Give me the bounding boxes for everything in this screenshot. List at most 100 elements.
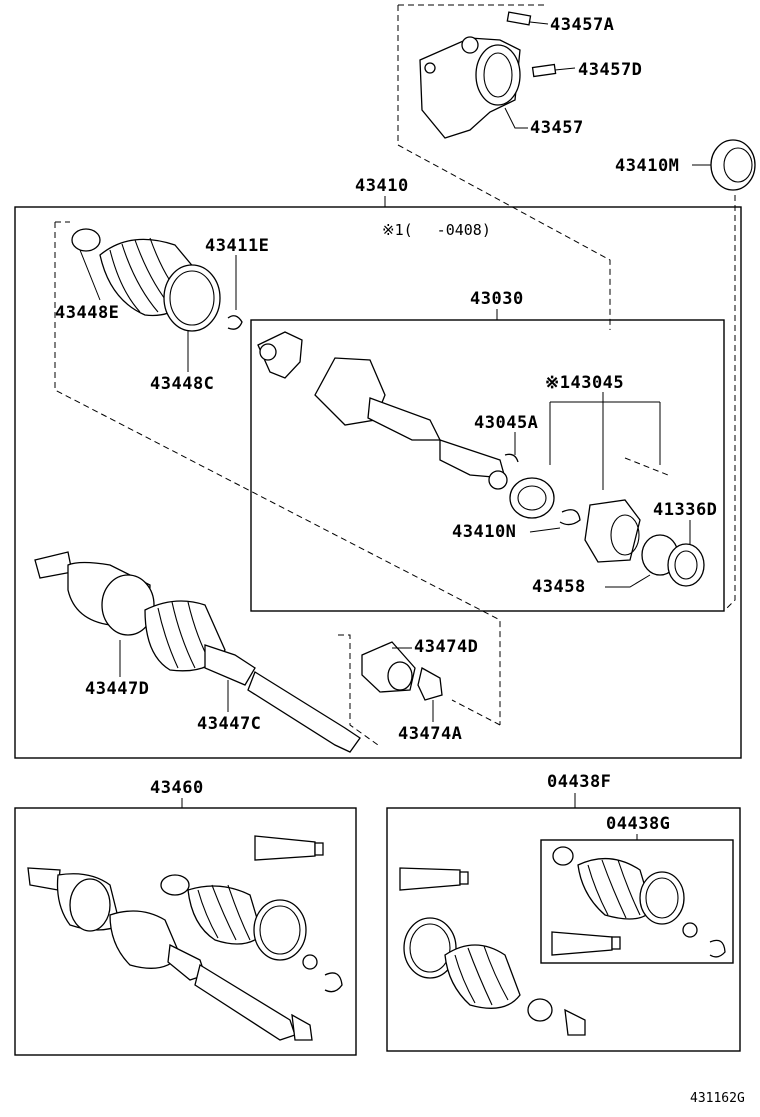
label-04438G: 04438G xyxy=(606,814,670,834)
clamp-43460-b xyxy=(253,899,307,961)
clamp-04438G-b-inner xyxy=(645,877,679,919)
ring-04438G xyxy=(682,922,698,938)
label-43474D: 43474D xyxy=(414,637,478,657)
pin-dash xyxy=(624,457,669,476)
bracket-hole xyxy=(424,62,436,74)
bearing-bracket-group: 43457A 43457D 43457 xyxy=(397,4,642,330)
label-43030: 43030 xyxy=(470,289,524,309)
clamp-04438F-small xyxy=(527,998,553,1022)
bracket-bearing-bore xyxy=(475,44,521,106)
frame-04438F xyxy=(386,807,741,1052)
boot-04438F-ribs xyxy=(454,945,509,1006)
grease-tube-cap-04438F xyxy=(459,871,469,885)
frame-43410 xyxy=(14,206,742,759)
boot-04438F xyxy=(444,944,521,1009)
label-43447D: 43447D xyxy=(85,679,149,699)
clamp-43448C-inner xyxy=(169,270,215,326)
clamp-43460-a xyxy=(160,874,190,896)
boot2-43460 xyxy=(187,885,263,945)
seal-43410M xyxy=(710,139,756,191)
grease-tube-43460 xyxy=(254,835,316,861)
clamp-43460-c xyxy=(291,1013,313,1041)
snap-ring-43410N xyxy=(559,509,581,526)
label-43448C: 43448C xyxy=(150,374,214,394)
seal-41336D xyxy=(667,543,705,587)
clamp-43448E xyxy=(71,228,101,252)
label-43447C: 43447C xyxy=(197,714,261,734)
damper-dash xyxy=(338,634,501,746)
boot2-ribs-43460 xyxy=(197,884,251,941)
inner-shaft xyxy=(367,397,442,441)
kit-43460-group xyxy=(27,835,343,1041)
grease-tube-04438F xyxy=(399,867,461,891)
label-04438F: 04438F xyxy=(547,772,611,792)
clamp-04438F-large xyxy=(403,917,457,979)
seal-dash-line xyxy=(724,195,736,611)
label-41336D: 41336D xyxy=(653,500,717,520)
bolt-43457D xyxy=(531,63,557,78)
frame-43460 xyxy=(14,807,357,1056)
bearing-43410N xyxy=(509,477,555,519)
snap-ring-43460 xyxy=(324,972,343,993)
clamp-43460-b-inner xyxy=(259,905,301,955)
band-04438F xyxy=(564,1008,586,1036)
shaft-43460 xyxy=(194,963,296,1041)
boot-04438G-ribs xyxy=(587,859,641,919)
outer-boot-ribs xyxy=(109,237,186,313)
bolt-43457A xyxy=(506,11,532,26)
boot-04438G xyxy=(577,857,653,920)
frame-43030 xyxy=(250,319,725,612)
boot-43460 xyxy=(109,910,181,969)
label-43410: 43410 xyxy=(355,176,409,196)
lead-43457A xyxy=(529,21,549,25)
lead-43448E xyxy=(79,249,101,301)
outer-boot-clamp xyxy=(101,574,155,636)
spline-43460 xyxy=(27,867,61,891)
note-date-range: ※1( -0408) xyxy=(382,221,491,239)
clamp-04438G-b xyxy=(639,871,685,925)
boot-ring-43460 xyxy=(69,878,111,932)
grease-tube-cap-04438G xyxy=(611,936,621,950)
seal-41336D-inner xyxy=(674,550,698,580)
inner-joint-group: ※143045 43045A 43410N 41336D 43458 xyxy=(257,331,717,597)
grease-tube-04438G xyxy=(551,931,613,956)
kit-04438F-group xyxy=(399,867,586,1036)
clamp-04438G-a xyxy=(552,846,574,866)
clamp-43474A xyxy=(417,667,443,701)
label-43448E: 43448E xyxy=(55,303,119,323)
grease-tube-cap-43460 xyxy=(314,842,324,856)
bracket-dash-outline xyxy=(397,4,611,330)
lead-43457D xyxy=(554,67,576,71)
frame-04438G xyxy=(540,839,734,964)
main-shaft xyxy=(247,671,361,753)
label-43457A: 43457A xyxy=(550,15,614,35)
clamp-43448C xyxy=(163,264,221,332)
label-43411E: 43411E xyxy=(205,236,269,256)
label-43458: 43458 xyxy=(532,577,586,597)
bearing-43410N-inner xyxy=(517,485,547,511)
shaft-collar-43447C xyxy=(204,644,256,686)
label-43457: 43457 xyxy=(530,118,584,138)
bearing-43410M-group: 43410M xyxy=(615,139,756,611)
ring-43460-a xyxy=(302,954,318,970)
label-43045A: 43045A xyxy=(474,413,538,433)
inner-housing xyxy=(314,357,386,426)
kit-04438G-group xyxy=(551,846,726,958)
clamp-04438F-large-inner xyxy=(409,923,451,973)
label-43045: ※143045 xyxy=(545,373,624,393)
lead-43410N xyxy=(529,527,561,533)
inner-stub xyxy=(439,439,506,479)
bracket-bore-inner xyxy=(483,52,513,98)
clip-43045 xyxy=(504,453,519,463)
damper-43474D-group: 43474D 43474A xyxy=(338,634,501,746)
tripod-roller xyxy=(259,343,277,361)
lead-43458 xyxy=(605,574,651,588)
outer-spline xyxy=(34,551,73,579)
drive-shaft-group: 43447D 43447C xyxy=(34,551,361,753)
seal-43458-lip xyxy=(610,514,640,556)
bracket-boss xyxy=(461,36,479,54)
snap-ring-43411E xyxy=(227,315,243,330)
snap-ring-04438G xyxy=(709,939,726,958)
outer-boot-group: 43411E 43448E 43448C xyxy=(54,221,501,725)
